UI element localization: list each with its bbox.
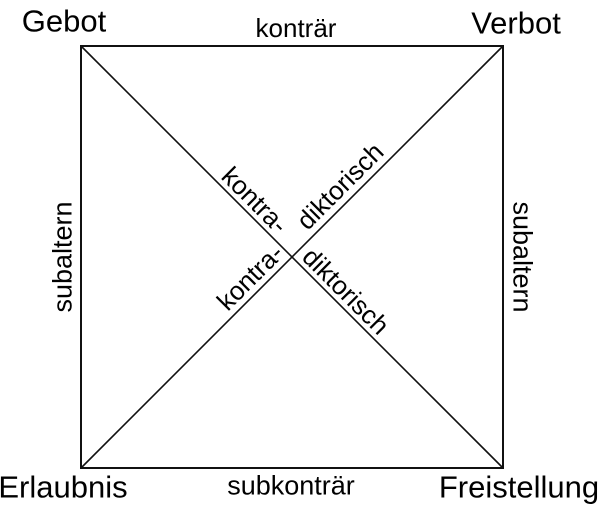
edge-label-kontraer: konträr <box>255 13 337 43</box>
corner-label-freistellung: Freistellung <box>438 469 600 505</box>
edge-label-subaltern-right: subaltern <box>507 201 538 313</box>
edge-label-subaltern-left: subaltern <box>47 201 78 313</box>
square-outline <box>80 45 504 469</box>
corner-label-gebot: Gebot <box>21 3 107 39</box>
corner-label-verbot: Verbot <box>471 5 561 41</box>
diagonal-ascending-line <box>80 45 504 469</box>
corner-label-erlaubnis: Erlaubnis <box>0 469 128 505</box>
edge-label-subkontraer: subkonträr <box>227 470 355 501</box>
